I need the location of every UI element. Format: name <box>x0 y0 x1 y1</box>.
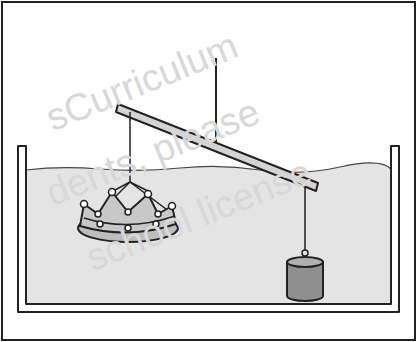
watermark: dents, please <box>40 90 266 215</box>
water <box>26 163 391 304</box>
hook <box>302 250 308 256</box>
weight-string <box>304 187 306 250</box>
watermark: school license <box>80 151 317 280</box>
water-surface <box>26 163 391 172</box>
balance-beam <box>116 104 318 191</box>
watermark: sCurriculum <box>40 24 244 140</box>
frame <box>2 2 415 340</box>
crown <box>78 189 178 243</box>
tank <box>18 146 399 312</box>
support-string <box>215 58 217 149</box>
weight <box>287 257 323 301</box>
